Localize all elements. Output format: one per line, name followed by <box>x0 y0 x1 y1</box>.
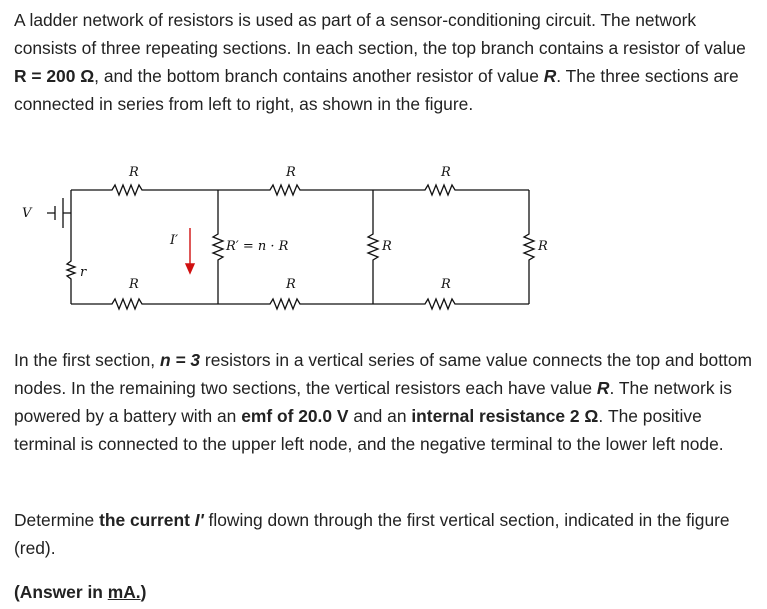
top-branch <box>71 183 529 197</box>
problem-details: In the first section, n = 3 resistors in… <box>14 350 753 454</box>
n-value: n = 3 <box>159 350 201 370</box>
label-v: V <box>22 206 33 221</box>
label-bottom-2: R <box>285 277 296 292</box>
current-arrow <box>184 228 196 275</box>
r-symbol: R <box>543 66 557 86</box>
label-bottom-3: R <box>440 277 451 292</box>
unit-link[interactable]: mA. <box>107 582 141 602</box>
vertical-section-1 <box>211 190 225 304</box>
battery-symbol <box>47 198 71 228</box>
label-top-2: R <box>285 165 296 180</box>
circuit-diagram: V r R R R R R R R′ = n · R R R I′ <box>22 165 548 311</box>
label-bottom-1: R <box>128 277 139 292</box>
vertical-section-3 <box>522 190 536 304</box>
internal-resistance-value: internal resistance 2 Ω <box>411 406 599 426</box>
answer-format: (Answer in mA.) <box>14 582 147 602</box>
label-top-1: R <box>128 165 139 180</box>
problem-intro: A ladder network of resistors is used as… <box>14 10 746 114</box>
question: Determine the current I' flowing down th… <box>14 510 730 558</box>
label-vertical-1: R′ = n · R <box>225 239 289 254</box>
label-vertical-3: R <box>537 239 548 254</box>
bottom-branch <box>71 297 529 311</box>
vertical-section-2 <box>366 190 380 304</box>
internal-resistor <box>65 213 77 304</box>
current-symbol: I' <box>194 510 204 530</box>
label-vertical-2: R <box>381 239 392 254</box>
emf-value: emf of 20.0 V <box>241 406 349 426</box>
label-top-3: R <box>440 165 451 180</box>
label-current: I′ <box>169 233 178 248</box>
label-r-internal: r <box>80 265 87 280</box>
r-value: R = 200 Ω <box>14 66 95 86</box>
